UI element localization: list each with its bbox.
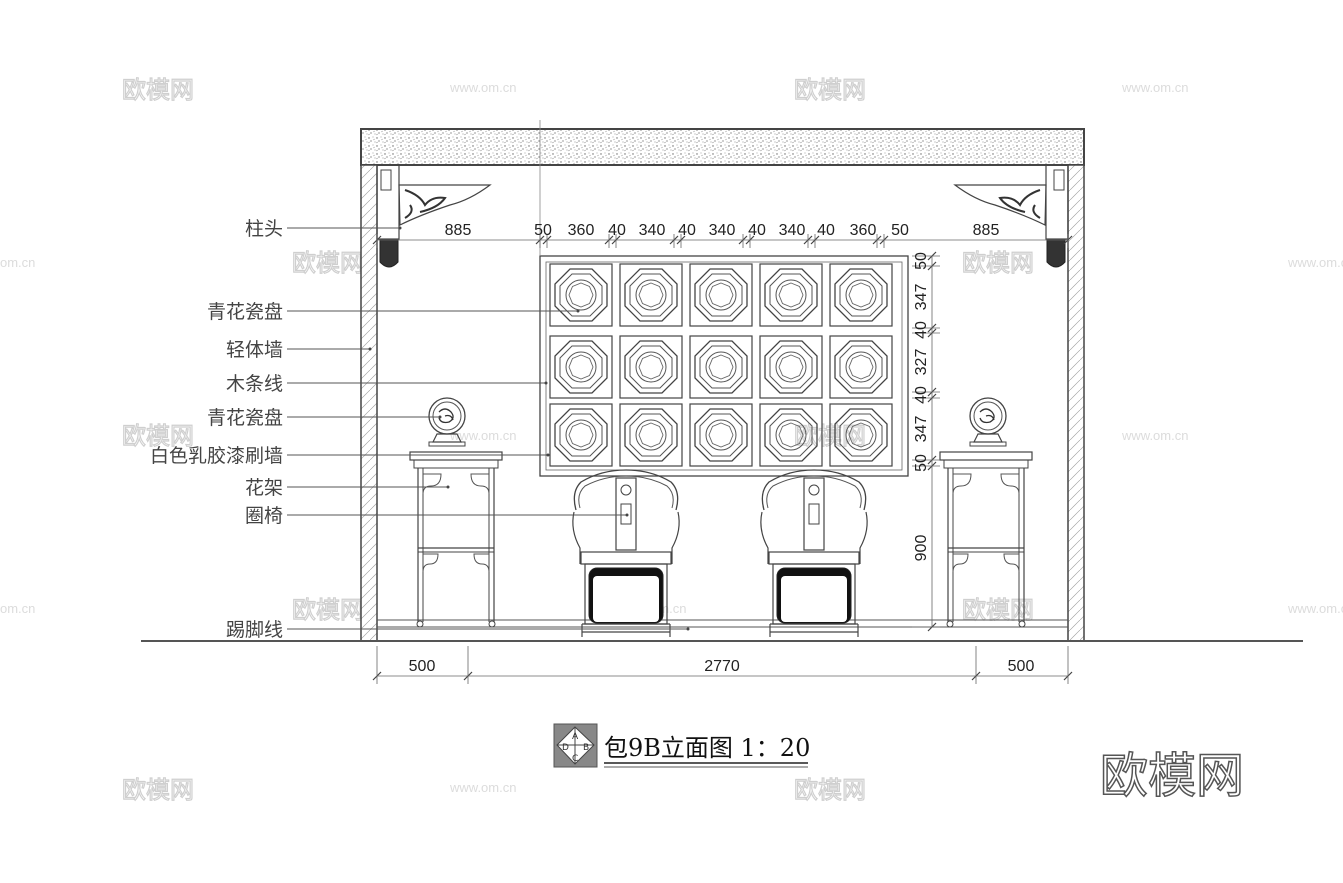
- armchair-right: [760, 469, 868, 638]
- watermark-brand: 欧模网: [122, 776, 194, 804]
- watermark-url-partial: om.cn: [0, 255, 35, 270]
- leader-callout: 圈椅: [245, 505, 629, 527]
- watermark-brand: 欧模网: [794, 76, 866, 104]
- callout-label: 青花瓷盘: [207, 301, 283, 323]
- leader-callout: 白色乳胶漆刷墙: [150, 445, 550, 467]
- leader-callout: 青花瓷盘: [207, 301, 580, 323]
- dimension-label: 50: [913, 252, 930, 270]
- dimension-label: 40: [817, 222, 835, 239]
- stamp-letter: A: [572, 732, 579, 742]
- dimension-label: 500: [409, 658, 436, 675]
- watermark-url: www.om.cn: [1121, 80, 1188, 95]
- callout-label: 花架: [245, 477, 283, 499]
- watermark-brand: 欧模网: [794, 776, 866, 804]
- watermark-brand: 欧模网: [122, 76, 194, 104]
- bottom-dimension-chain: 500 2770 500: [372, 646, 1073, 684]
- leader-callout: 木条线: [226, 373, 548, 395]
- top-dimension-chain: 885 50 360 40 340 40 340 40 340 40 360 50 885: [372, 222, 1073, 248]
- dimension-label: 900: [913, 535, 930, 562]
- watermark-url: www.om.cn: [1121, 428, 1188, 443]
- watermark-brand: 欧模网: [962, 249, 1034, 277]
- callout-label: 柱头: [245, 218, 283, 240]
- flower-stand-left: [409, 451, 503, 628]
- dimension-label: 340: [709, 222, 736, 239]
- stamp-letter: D: [562, 743, 569, 753]
- porcelain-vase-left: [428, 397, 466, 447]
- leader-callout: 柱头: [245, 218, 402, 240]
- drawing-title-block: D A B C 包9B立面图 1：20: [553, 723, 810, 768]
- dimension-label: 40: [608, 222, 626, 239]
- watermark-url: www.om.cn: [449, 80, 516, 95]
- dimension-label: 885: [445, 222, 472, 239]
- column-head-left: [376, 164, 492, 268]
- watermark-url: www.om.cn: [1287, 255, 1343, 270]
- watermark-brand: 欧模网: [292, 596, 364, 624]
- blue-white-plate: [759, 263, 823, 327]
- right-wall: [1067, 164, 1085, 642]
- watermark-brand: 欧模网: [292, 249, 364, 277]
- dimension-label: 340: [639, 222, 666, 239]
- blue-white-plate: [619, 403, 683, 467]
- plate-panel: [539, 255, 909, 477]
- blue-white-plate: [619, 335, 683, 399]
- blue-white-plate: [689, 335, 753, 399]
- blue-white-plate: [829, 335, 893, 399]
- callout-label: 轻体墙: [226, 339, 283, 361]
- drawing-title: 包9B立面图 1：20: [604, 734, 810, 762]
- detail-stamp-icon: D A B C: [553, 723, 598, 768]
- watermark-url: www.om.cn: [1287, 601, 1343, 616]
- watermark-url: www.om.cn: [449, 780, 516, 795]
- watermark-brand: 欧模网: [122, 422, 194, 450]
- left-wall: [360, 164, 378, 642]
- dimension-label: 347: [913, 284, 930, 311]
- blue-white-plate: [689, 403, 753, 467]
- blue-white-plate: [759, 335, 823, 399]
- brand-logo-watermark: 欧模网: [1100, 748, 1244, 804]
- callout-label: 木条线: [226, 373, 283, 395]
- dimension-label: 327: [913, 349, 930, 376]
- ceiling-slab: [360, 128, 1085, 166]
- callout-label: 白色乳胶漆刷墙: [150, 445, 283, 467]
- dimension-label: 360: [850, 222, 877, 239]
- dimension-label: 500: [1008, 658, 1035, 675]
- dimension-label: 40: [913, 321, 930, 339]
- blue-white-plate: [619, 263, 683, 327]
- dimension-label: 360: [568, 222, 595, 239]
- leader-callout: 青花瓷盘: [207, 407, 442, 429]
- armchair-left: [572, 469, 680, 638]
- dimension-label: 347: [913, 416, 930, 443]
- callout-label: 青花瓷盘: [207, 407, 283, 429]
- blue-white-plate: [549, 335, 613, 399]
- leader-callout: 踢脚线: [226, 619, 690, 641]
- dimension-label: 885: [973, 222, 1000, 239]
- dimension-label: 340: [779, 222, 806, 239]
- column-head-right: [953, 164, 1069, 268]
- callout-label: 踢脚线: [226, 619, 283, 641]
- stamp-letter: B: [583, 743, 589, 753]
- watermark-url-partial: om.cn: [0, 601, 35, 616]
- blue-white-plate: [549, 263, 613, 327]
- dimension-label: 40: [748, 222, 766, 239]
- blue-white-plate: [549, 403, 613, 467]
- leader-callout: 轻体墙: [226, 339, 372, 361]
- blue-white-plate: [829, 263, 893, 327]
- dimension-label: 50: [534, 222, 552, 239]
- porcelain-vase-right: [969, 397, 1007, 447]
- dimension-label: 40: [678, 222, 696, 239]
- room-section: [141, 120, 1303, 642]
- dimension-label: 40: [913, 386, 930, 404]
- dimension-lines: 885 50 360 40 340 40 340 40 340 40 360 50 885 50 347 40…: [372, 222, 1073, 684]
- stamp-letter: C: [572, 754, 578, 764]
- callout-label: 圈椅: [245, 505, 283, 527]
- watermark-url: www.om.cn: [449, 428, 516, 443]
- right-dimension-chain: 50 347 40 327 40 347 50 900: [912, 251, 940, 632]
- leader-callout: 花架: [245, 477, 450, 499]
- dimension-label: 50: [891, 222, 909, 239]
- blue-white-plate: [689, 263, 753, 327]
- dimension-label: 50: [913, 454, 930, 472]
- dimension-label: 2770: [704, 658, 740, 675]
